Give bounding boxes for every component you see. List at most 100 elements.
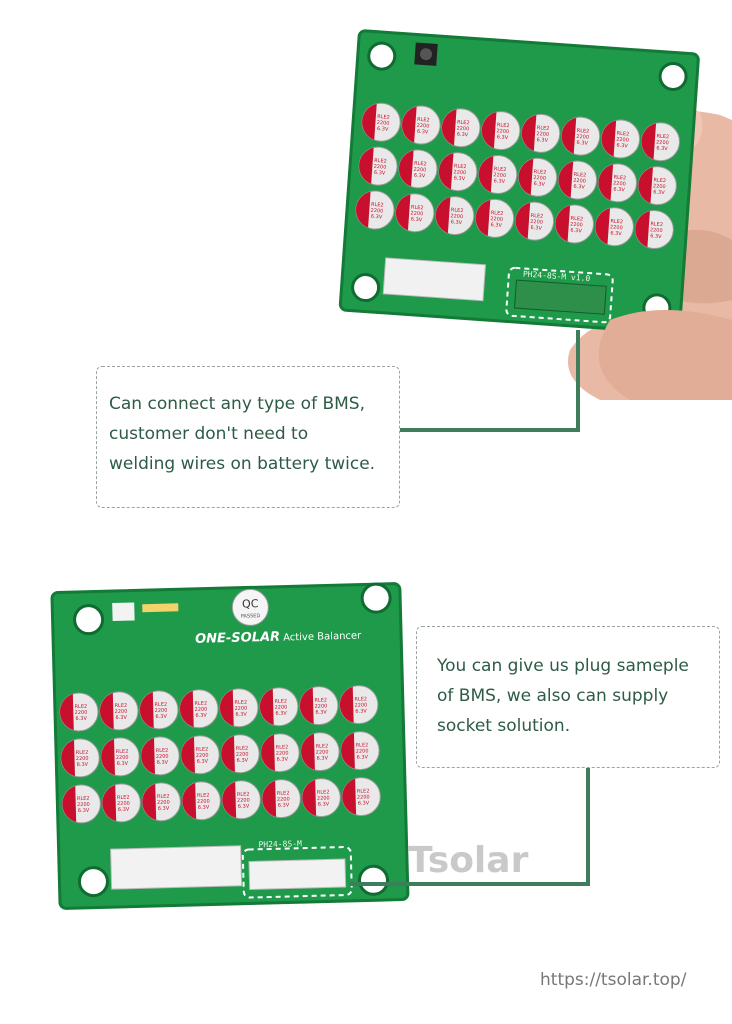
bottom-connector-line-v	[586, 768, 590, 886]
capacitor-label: 2200	[356, 748, 369, 754]
capacitor-label: 2200	[235, 706, 248, 712]
capacitor-label: RLE2	[356, 742, 369, 748]
top-main-connector	[382, 257, 486, 302]
capacitor-label: RLE2	[653, 177, 666, 184]
capacitor-label: 2200	[573, 178, 586, 185]
capacitor-label: RLE2	[371, 202, 384, 209]
capacitor-label: 2200	[195, 707, 208, 713]
capacitor-label: 6.3V	[656, 145, 668, 152]
capacitor-label: RLE2	[374, 158, 387, 165]
capacitor-label: 6.3V	[450, 219, 462, 226]
capacitor-label: 2200	[277, 796, 290, 802]
source-url-text: https://tsolar.top/	[540, 970, 687, 990]
bottom-main-connector	[110, 845, 243, 890]
capacitor-label: RLE2	[154, 702, 167, 708]
capacitor-label: 6.3V	[195, 713, 207, 719]
brand-logo-text: ONE-SOLAR	[195, 630, 280, 647]
capacitor-label: RLE2	[277, 790, 290, 796]
capacitor-label: RLE2	[414, 161, 427, 168]
capacitor-label: RLE2	[76, 750, 89, 756]
capacitor-label: 2200	[493, 172, 506, 179]
capacitor-label: 6.3V	[75, 716, 87, 722]
capacitor-label: 6.3V	[358, 800, 370, 806]
capacitor-label: 2200	[453, 169, 466, 176]
top-callout-line-2: customer don't need to	[109, 424, 309, 444]
capacitor-label: 2200	[357, 794, 370, 800]
capacitor-label: 2200	[413, 167, 426, 174]
bottom-board-photo: QC PASSED ONE-SOLAR Active Balancer RLE2…	[50, 582, 410, 910]
bottom-connector-line-h	[350, 882, 590, 886]
capacitor-label: 6.3V	[117, 761, 129, 767]
capacitor-label: RLE2	[573, 172, 586, 179]
capacitor-label: 2200	[75, 710, 88, 716]
capacitor-label: RLE2	[157, 794, 170, 800]
capacitor-label: 6.3V	[414, 173, 426, 180]
capacitor-label: RLE2	[156, 748, 169, 754]
capacitor-label: RLE2	[354, 696, 367, 702]
capacitor-label: RLE2	[197, 793, 210, 799]
top-highlight-box	[505, 266, 614, 324]
capacitor-label: 6.3V	[457, 132, 469, 139]
capacitor-label: 2200	[373, 164, 386, 171]
capacitor-label: 2200	[576, 134, 589, 141]
qc-badge-sub: PASSED	[241, 613, 261, 620]
capacitor-label: 2200	[197, 799, 210, 805]
capacitor-label: 2200	[450, 213, 463, 220]
top-connector-line-h	[400, 428, 580, 432]
capacitor-label: RLE2	[317, 789, 330, 795]
watermark-text: Tsolar	[408, 840, 529, 881]
capacitor-label: 6.3V	[235, 712, 247, 718]
capacitor-label: RLE2	[656, 133, 669, 140]
capacitor-label: 2200	[416, 123, 429, 130]
bottom-callout-line-3: socket solution.	[437, 716, 571, 736]
capacitor-label: RLE2	[616, 131, 629, 138]
capacitor-label: 6.3V	[77, 762, 89, 768]
capacitor-label: RLE2	[274, 698, 287, 704]
capacitor-label: RLE2	[494, 166, 507, 173]
bottom-callout-line-2: of BMS, we also can supply	[437, 686, 669, 706]
top-callout: Can connect any type of BMS, customer do…	[96, 366, 400, 508]
capacitor-label: 2200	[116, 755, 129, 761]
capacitor-label: 2200	[570, 222, 583, 229]
top-bms-terminal	[513, 279, 607, 315]
capacitor-label: RLE2	[454, 163, 467, 170]
bottom-highlight-box	[241, 846, 353, 899]
capacitor-label: 2200	[496, 128, 509, 135]
capacitor-label: RLE2	[530, 213, 543, 220]
capacitor-label: RLE2	[411, 205, 424, 212]
capacitor-label: RLE2	[74, 704, 87, 710]
capacitor-label: 2200	[650, 227, 663, 234]
capacitor-label: 2200	[315, 703, 328, 709]
capacitor-label: 6.3V	[115, 715, 127, 721]
capacitor-label: RLE2	[491, 210, 504, 217]
capacitor-label: 2200	[155, 708, 168, 714]
capacitor-label: RLE2	[534, 169, 547, 176]
capacitor-label: 6.3V	[377, 126, 389, 133]
capacitor-label: 6.3V	[533, 181, 545, 188]
capacitor-label: 2200	[533, 175, 546, 182]
capacitor-label: 6.3V	[357, 754, 369, 760]
capacitor-label: RLE2	[117, 795, 130, 801]
capacitor-label: RLE2	[570, 216, 583, 223]
top-callout-line-3: welding wires on battery twice.	[109, 454, 376, 474]
capacitor-label: 6.3V	[198, 805, 210, 811]
